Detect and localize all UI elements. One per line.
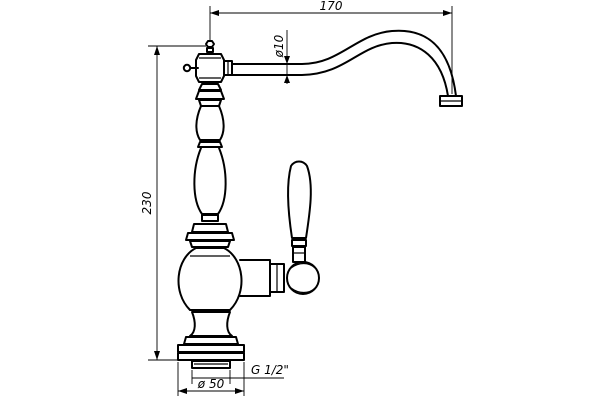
base xyxy=(177,311,245,361)
thread-leader xyxy=(191,370,284,384)
upper-collar xyxy=(195,83,225,107)
turned-column xyxy=(193,105,227,222)
lever-handle xyxy=(287,160,312,263)
label-pipe-diameter: ø10 xyxy=(272,34,286,58)
dimension-base-diameter xyxy=(177,362,245,396)
dimension-pipe-diameter xyxy=(284,30,290,84)
valve-body xyxy=(177,247,243,311)
dimension-lines xyxy=(148,6,453,396)
top-finial xyxy=(205,40,215,53)
dimension-height xyxy=(148,45,206,361)
lower-collar xyxy=(185,223,235,248)
label-spout-reach: 170 xyxy=(320,0,343,13)
spout xyxy=(231,29,463,107)
label-height: 230 xyxy=(140,191,154,214)
faucet-outline xyxy=(177,29,463,369)
dimension-spout-reach xyxy=(209,6,453,94)
valve-head xyxy=(195,53,233,83)
label-base-diameter: ø 50 xyxy=(197,377,225,391)
label-thread: G 1/2" xyxy=(251,363,289,377)
lever-mount xyxy=(239,259,320,297)
thread-stud xyxy=(191,360,231,369)
